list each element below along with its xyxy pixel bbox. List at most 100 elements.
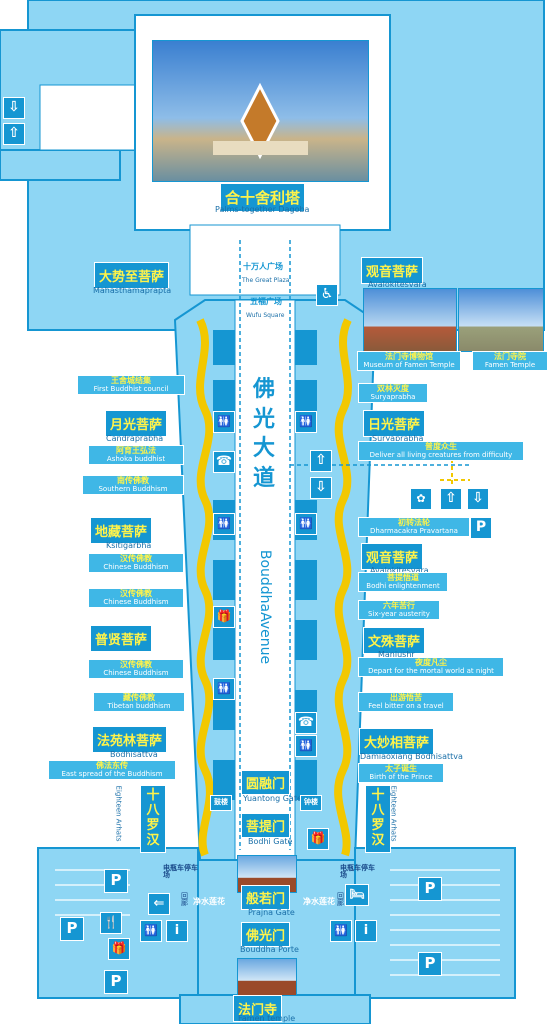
gate-yuantong-en: Yuantong Gate [243,794,302,803]
elevator-down-icon[interactable]: ⇩ [310,477,332,499]
exit-icon[interactable]: ⇐ [148,893,170,915]
escalator-up-icon[interactable]: ⇧ [3,123,25,145]
gift-icon[interactable]: 🎁 [307,828,329,850]
right-walkway [334,318,352,857]
avenue-char-3: 大 [253,436,276,462]
arhats-left[interactable]: 十八罗汉 [140,785,166,853]
hall-right-2-en: Suryaprabha [372,434,424,443]
parking-icon[interactable]: P [104,869,128,893]
hall-right-2[interactable]: 日光菩萨 [363,410,426,437]
restroom-icon[interactable]: 🚻 [213,678,235,700]
gate-prajna[interactable]: 般若门 [241,885,291,910]
restroom-icon[interactable]: 🚻 [140,920,162,942]
ebike-parking-left: 电瓶车停车场 [163,864,198,879]
gate-yuantong[interactable]: 圆融门 [241,770,291,795]
avenue-title: 佛 光 大 道 [253,375,275,494]
hall-left-4[interactable]: 普贤菩萨 [90,625,153,652]
arhats-left-en: Eighteen Arhats [114,785,123,842]
restroom-icon[interactable]: 🚻 [295,513,317,535]
great-plaza-cn: 十万人广场 [243,262,283,271]
famen-temple-photo [237,958,297,996]
wufu-square-en: Wufu Square [246,312,285,319]
corridor-left: 回廊 [181,892,188,907]
stupa-label[interactable]: 合十舍利塔 [220,183,306,212]
restroom-icon[interactable]: 🚻 [295,735,317,757]
drum-tower[interactable]: 鼓楼 [210,795,232,811]
avenue-path [234,299,296,861]
gate-bodhi-en: Bodhi Gate [248,837,293,846]
escalator-down-icon[interactable]: ⇩ [467,488,489,510]
gate-buddha[interactable]: 佛光门 [241,922,291,947]
bed-icon[interactable]: 🛏 [345,884,369,906]
hall-left-1-en: Mahasthamaprapta [93,286,172,295]
gift-icon[interactable]: 🎁 [108,938,130,960]
info-icon[interactable]: i [355,920,377,942]
temple-photo [458,288,544,352]
hall-left-3[interactable]: 地藏菩萨 [90,517,153,544]
parking-icon[interactable]: P [418,952,442,976]
restaurant-icon[interactable]: 🍴 [100,912,122,934]
gate-buddha-en: Bouddha Porte [240,945,299,954]
elevator-up-icon[interactable]: ⇧ [310,450,332,472]
parking-icon[interactable]: P [418,877,442,901]
gate-prajna-en: Prajna Gate [248,908,295,917]
hall-right-5[interactable]: 大妙相菩萨 [359,728,435,755]
info-icon[interactable]: i [166,920,188,942]
hall-right-1[interactable]: 观音菩萨 [361,257,424,284]
lotus-icon[interactable]: ✿ [410,488,432,510]
hall-right-4[interactable]: 文殊菩萨 [363,627,426,654]
restroom-icon[interactable]: 🚻 [295,411,317,433]
arhats-right[interactable]: 十八罗汉 [365,785,391,853]
gate-bodhi[interactable]: 菩提门 [241,813,291,838]
stupa-photo [152,40,369,182]
parking-icon[interactable]: P [104,970,128,994]
ebike-parking-right: 电瓶车停车场 [340,864,375,879]
parking-icon[interactable]: P [470,517,492,539]
hall-right-3[interactable]: 观音菩萨 [361,543,424,570]
hall-right-3-en: Avalokitesvara [370,566,429,575]
gift-icon[interactable]: 🎁 [213,606,235,628]
hall-right-5-en: Damiaoxiang Bodhisattva [360,752,463,761]
escalator-up-icon[interactable]: ⇧ [440,488,462,510]
restroom-icon[interactable]: 🚻 [213,513,235,535]
hall-left-2-en: Candraprabha [106,434,164,443]
avenue-char-2: 光 [253,406,276,432]
wheelchair-icon[interactable]: ♿ [316,284,338,306]
bell-tower[interactable]: 钟楼 [300,795,322,811]
avenue-char-4: 道 [253,466,276,492]
hall-left-2[interactable]: 月光菩萨 [105,410,168,437]
restroom-icon[interactable]: 🚻 [330,920,352,942]
phone-icon[interactable]: ☎ [295,712,317,734]
hall-left-5[interactable]: 法苑林菩萨 [92,726,168,753]
restroom-icon[interactable]: 🚻 [213,411,235,433]
escalator-down-icon[interactable]: ⇩ [3,97,25,119]
left-walkway [196,318,214,857]
hall-right-4-en: Manjushr [378,650,415,659]
stupa-en: Palms-together Dagoba [215,205,310,214]
hall-left-5-en: Bodhisattva [110,750,158,759]
phone-icon[interactable]: ☎ [213,451,235,473]
hall-left-1[interactable]: 大势至菩萨 [94,262,170,289]
hall-left-3-en: Ksitigarbha [106,541,152,550]
famen-temple-label[interactable]: 法门寺 [233,995,283,1022]
parking-icon[interactable]: P [60,917,84,941]
avenue-en: BouddhaAvenue [257,549,273,665]
